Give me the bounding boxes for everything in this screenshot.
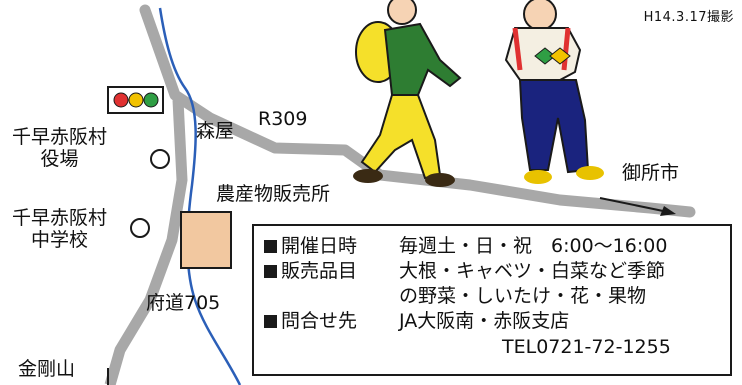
bullet-square-icon [264,315,277,328]
junior-high-label: 千早赤阪村 中学校 [12,207,107,251]
hiker-left [353,0,462,187]
info-value: JA大阪南・赤阪支店 [399,310,570,332]
info-row-contact: 問合せ先 JA大阪南・赤阪支店 [264,309,730,334]
mount-label: 金剛山 [18,358,76,380]
info-label: 問合せ先 [281,310,358,332]
junior-high-line2: 中学校 [31,229,89,251]
info-box: 開催日時 毎週土・日・祝 6:00～16:00 販売品目 大根・キャベツ・白菜な… [252,224,732,376]
village-office-marker [150,149,170,169]
signal-red-light [113,92,129,108]
info-row-items: 販売品目 大根・キャベツ・白菜など季節 [264,259,730,284]
info-tel: TEL0721-72-1255 [502,336,671,358]
junior-high-line1: 千早赤阪村 [12,207,108,229]
info-value: 毎週土・日・祝 6:00～16:00 [399,235,668,257]
hiker-right [504,0,604,184]
bullet-square-icon [264,265,277,278]
signal-green-light [143,92,159,108]
village-office-line1: 千早赤阪村 [12,126,108,148]
prefectural-road-label: 府道705 [146,292,221,314]
river [158,7,242,385]
info-label: 販売品目 [281,260,358,282]
village-office-label: 千早赤阪村 役場 [12,126,107,170]
route-label: R309 [258,108,308,130]
photo-caption: H14.3.17撮影 [643,10,734,25]
market-building [180,211,232,269]
moriya-label: 森屋 [196,120,235,142]
info-value: 大根・キャベツ・白菜など季節 [399,260,666,282]
village-office-line2: 役場 [40,148,79,170]
goshoichi-arrow [599,197,669,213]
road-prefectural-705 [104,99,188,385]
goshoichi-label: 御所市 [622,162,680,184]
market-label: 農産物販売所 [216,183,331,205]
goshoichi-arrowhead [660,206,676,216]
bullet-square-icon [264,240,277,253]
info-label: 開催日時 [281,235,358,257]
info-row-dates: 開催日時 毎週土・日・祝 6:00～16:00 [264,234,730,259]
junior-high-marker [130,218,150,238]
info-items-continued: の野菜・しいたけ・花・果物 [399,285,647,307]
signal-yellow-light [128,92,144,108]
